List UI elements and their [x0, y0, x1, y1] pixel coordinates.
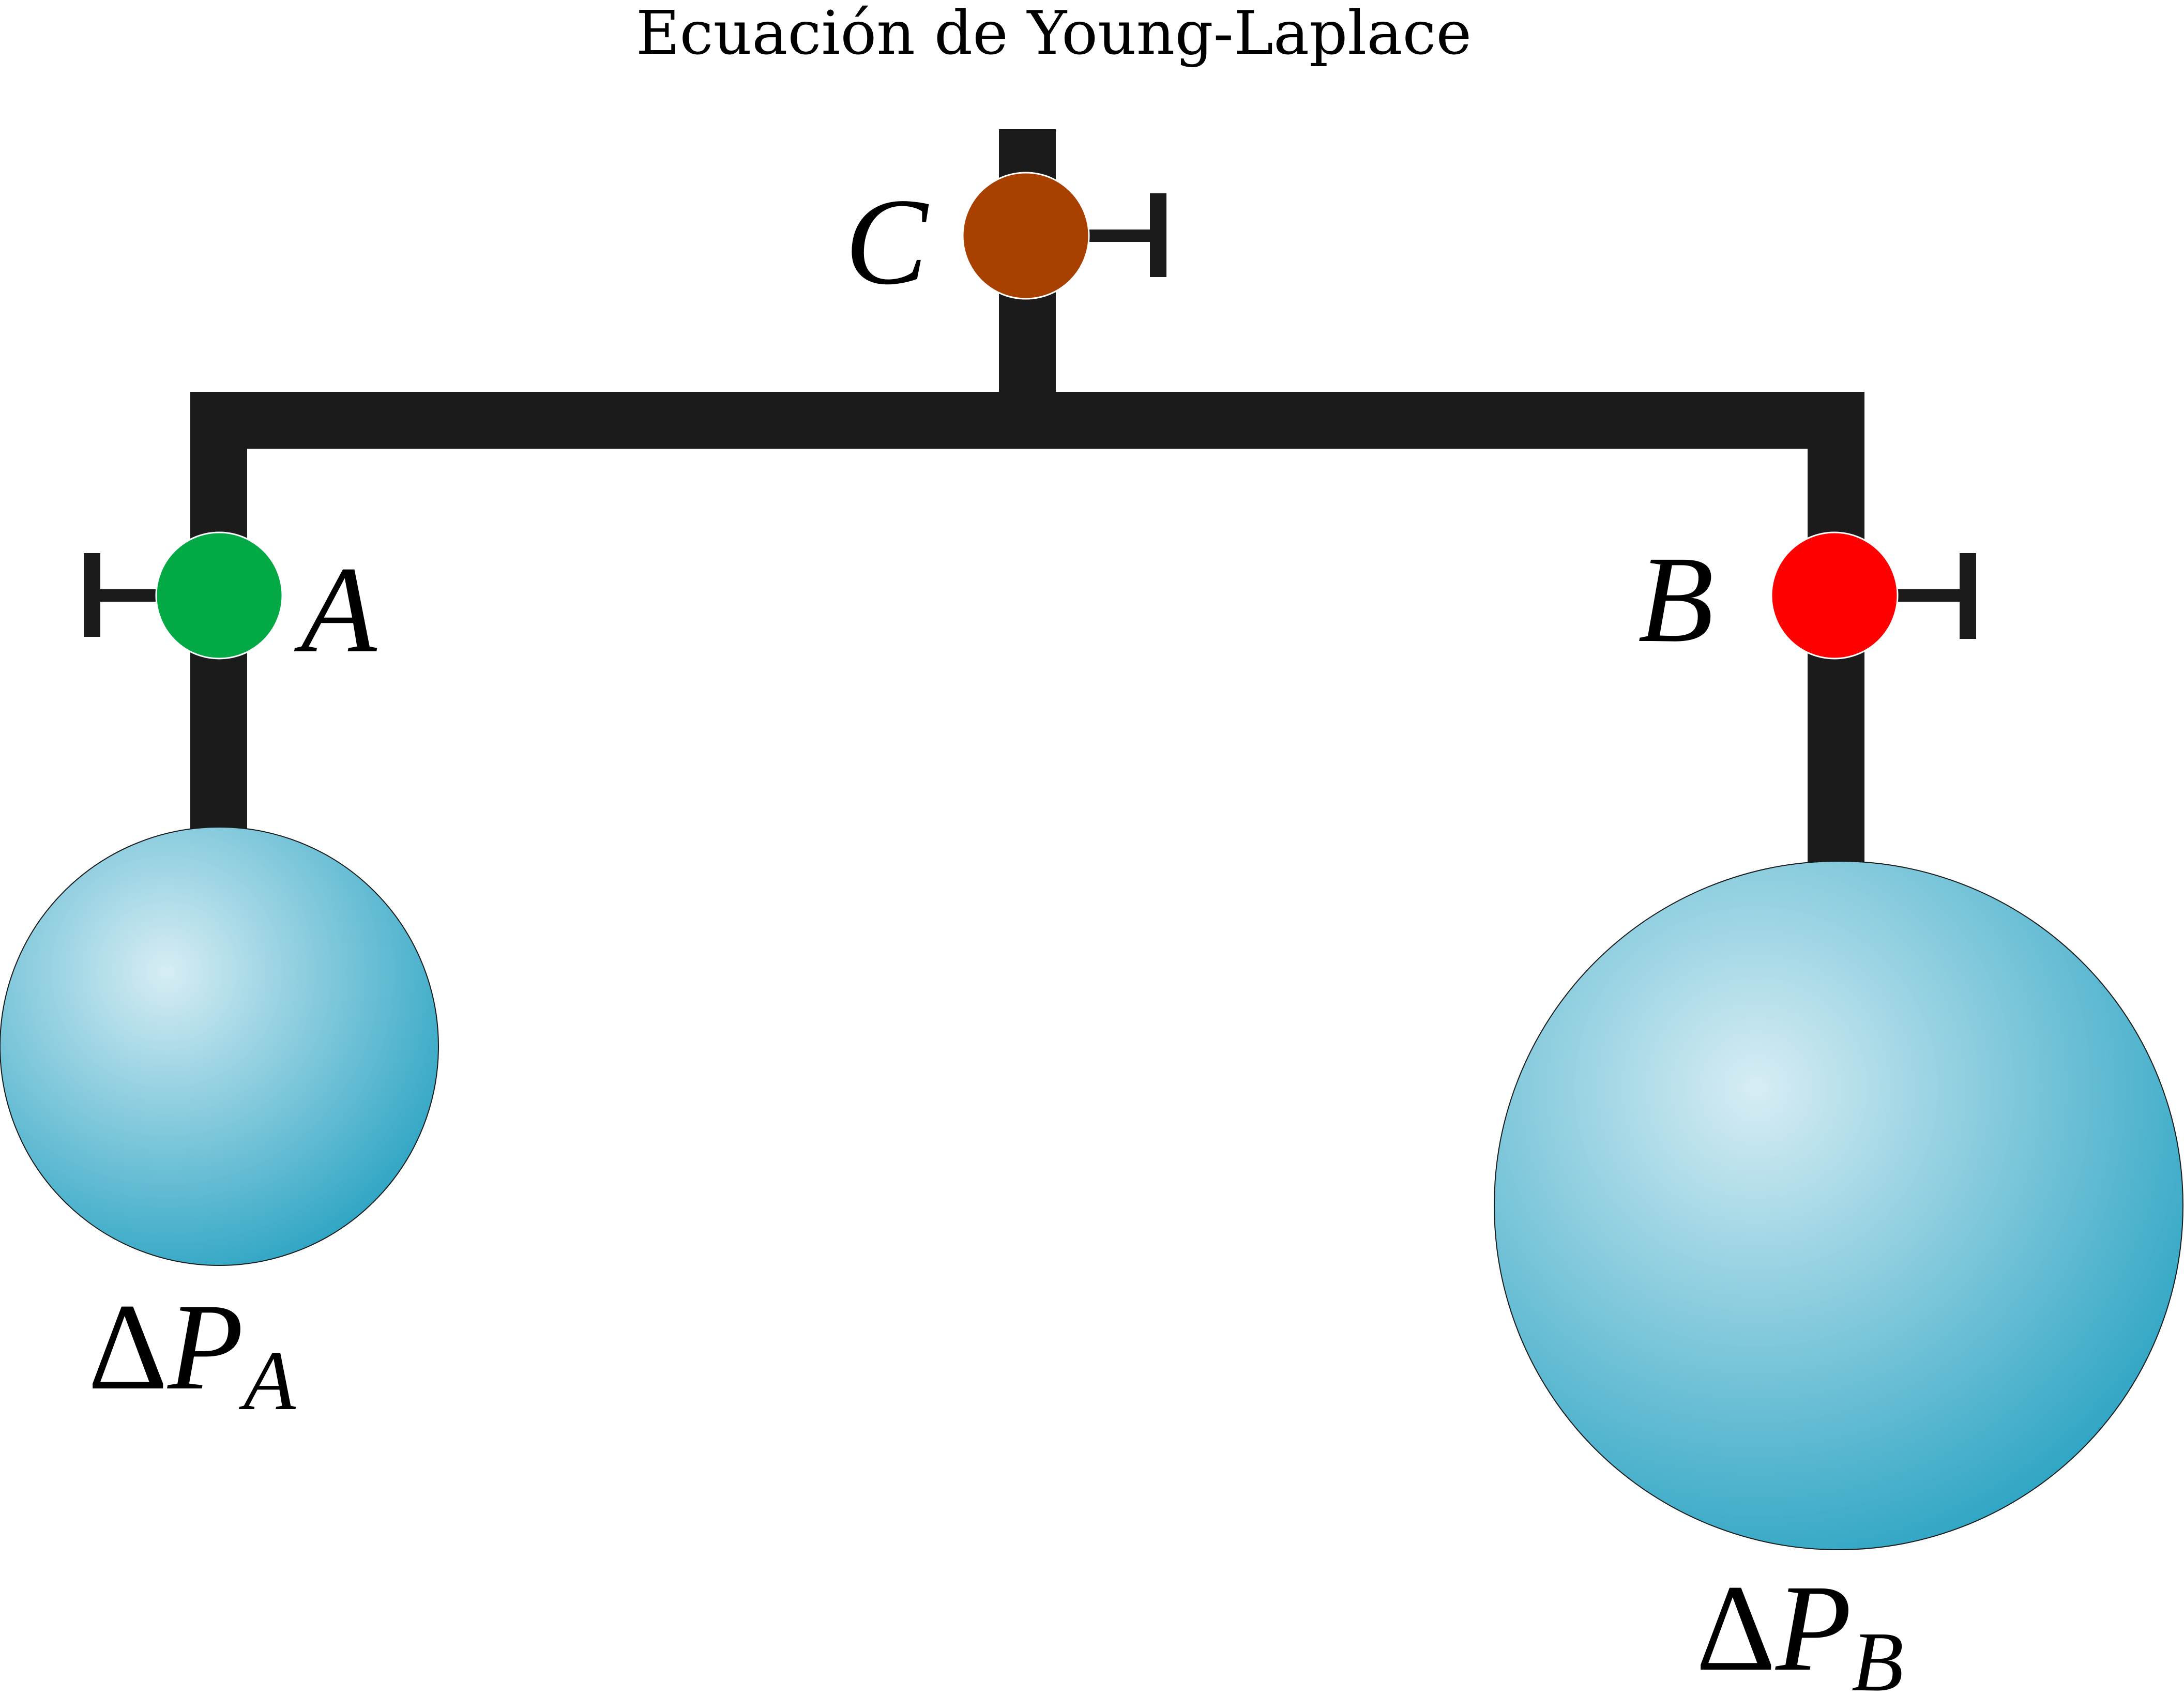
pressure-a-subscript: A [238, 1333, 296, 1428]
valve-a-knob[interactable] [155, 531, 283, 660]
valve-c[interactable] [962, 172, 1166, 300]
valve-a-handle-bar[interactable] [84, 553, 100, 637]
bubble-a [0, 827, 439, 1266]
bubble-b [1494, 861, 2183, 1550]
valve-b-label: B [1638, 530, 1714, 668]
valve-b-handle-stem[interactable] [1893, 589, 1968, 602]
diagram-title: Ecuación de Young-Laplace [636, 0, 1472, 68]
pipe-network [190, 129, 1864, 862]
svg-text:ΔPA: ΔPA [88, 1278, 296, 1428]
valve-a[interactable] [84, 531, 283, 660]
valve-b-knob[interactable] [1770, 531, 1899, 660]
valve-c-handle-bar[interactable] [1150, 193, 1166, 277]
valve-c-label: C [845, 173, 929, 310]
pressure-a-symbol: P [166, 1278, 244, 1415]
pressure-a-delta: Δ [88, 1278, 168, 1415]
valve-b-handle-bar[interactable] [1960, 553, 1976, 639]
svg-text:ΔPB: ΔPB [1696, 1559, 1904, 1693]
pipe-horizontal [190, 392, 1864, 449]
pressure-label-a: ΔPA [88, 1278, 296, 1428]
pressure-b-subscript: B [1852, 1614, 1904, 1693]
valve-a-handle-stem[interactable] [99, 589, 165, 602]
pressure-label-b: ΔPB [1696, 1559, 1904, 1696]
valve-a-label: A [294, 541, 377, 678]
valve-b[interactable] [1770, 531, 1976, 660]
valve-c-handle-stem[interactable] [1086, 230, 1153, 242]
valve-c-knob[interactable] [962, 172, 1090, 300]
pressure-b-delta: Δ [1696, 1559, 1776, 1693]
pressure-b-symbol: P [1775, 1559, 1852, 1693]
